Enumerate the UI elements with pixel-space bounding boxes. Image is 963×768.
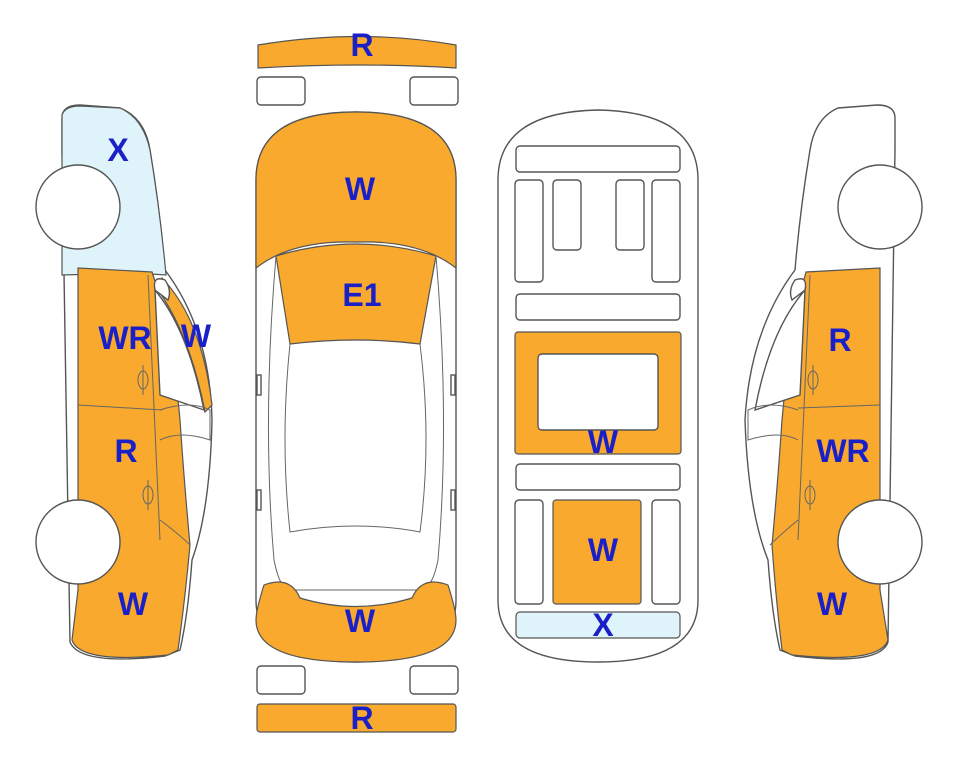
label-right-front-fender: W bbox=[817, 586, 848, 622]
label-top-front-bumper: R bbox=[350, 700, 373, 736]
interior-top-bar bbox=[515, 145, 681, 173]
left-lower-line bbox=[159, 519, 191, 546]
top-cabin-right bbox=[435, 255, 445, 561]
interior-seat-4 bbox=[651, 179, 681, 283]
right-window-glass bbox=[754, 288, 806, 412]
label-left-rear-window: W bbox=[181, 318, 212, 354]
interior-bar-2 bbox=[515, 293, 681, 321]
top-front-bumper bbox=[256, 703, 457, 733]
top-mirror-left bbox=[256, 374, 262, 396]
label-left-rear-door-upper: WR bbox=[98, 320, 151, 356]
left-door-handle-rear bbox=[137, 365, 149, 395]
interior-seat-3 bbox=[615, 179, 645, 251]
label-right-front-door: WR bbox=[816, 433, 869, 469]
top-mirror-right bbox=[450, 374, 456, 396]
left-mirror bbox=[153, 278, 171, 302]
left-door-split bbox=[77, 404, 163, 411]
left-front-wheel bbox=[35, 499, 121, 585]
top-roof-outline bbox=[284, 343, 427, 533]
label-interior-bottom: X bbox=[592, 607, 614, 643]
top-handle-right bbox=[450, 489, 456, 511]
label-top-hood: W bbox=[345, 603, 376, 639]
label-right-rear-door: R bbox=[828, 322, 851, 358]
right-door-split bbox=[797, 404, 881, 409]
label-top-rear-bumper: R bbox=[350, 27, 373, 63]
left-door-edge bbox=[147, 274, 161, 541]
interior-view: W W X bbox=[497, 109, 699, 663]
interior-seat-5 bbox=[514, 499, 544, 605]
label-top-rear-glass: E1 bbox=[342, 277, 381, 313]
left-rear-wheel bbox=[35, 164, 121, 250]
right-front-wheel bbox=[837, 499, 923, 585]
top-front-light-left bbox=[256, 665, 306, 695]
top-rear-light-left bbox=[256, 76, 306, 106]
right-door-handle-front bbox=[804, 480, 816, 510]
top-trunk bbox=[255, 111, 457, 270]
label-interior-middle: W bbox=[588, 424, 619, 460]
interior-middle-window bbox=[537, 353, 659, 431]
label-left-roof: X bbox=[107, 132, 129, 168]
interior-bar-3 bbox=[515, 463, 681, 491]
top-rear-bumper bbox=[257, 35, 457, 69]
top-cabin-left bbox=[267, 255, 277, 561]
interior-lower-panel bbox=[552, 499, 642, 605]
left-sill-line bbox=[159, 404, 211, 441]
left-door-handle-front bbox=[142, 480, 154, 510]
right-rear-wheel bbox=[837, 164, 923, 250]
right-sill-line bbox=[747, 404, 799, 441]
right-side-view: R WR W bbox=[744, 104, 923, 660]
interior-seat-2 bbox=[552, 179, 582, 251]
right-mirror bbox=[789, 278, 807, 302]
label-top-trunk: W bbox=[345, 171, 376, 207]
top-hood bbox=[255, 581, 457, 663]
top-windshield bbox=[273, 559, 439, 591]
top-view: R W E1 W R bbox=[255, 27, 459, 736]
right-door-edge bbox=[797, 274, 811, 541]
left-window-glass bbox=[154, 287, 205, 412]
interior-seat-1 bbox=[514, 179, 544, 283]
top-front-light-right bbox=[409, 665, 459, 695]
top-rear-light-right bbox=[409, 76, 459, 106]
right-lower-line bbox=[769, 519, 799, 546]
left-side-view: X WR W R W bbox=[35, 104, 213, 660]
right-door-handle-rear bbox=[807, 365, 819, 395]
left-rear-window-strip bbox=[157, 276, 213, 414]
interior-bottom-strip bbox=[515, 611, 681, 639]
top-handle-left bbox=[256, 489, 262, 511]
label-left-rear-fender: W bbox=[118, 586, 149, 622]
top-rear-glass bbox=[275, 243, 437, 345]
label-left-rear-door-lower: R bbox=[114, 433, 137, 469]
interior-seat-6 bbox=[651, 499, 681, 605]
label-interior-lower: W bbox=[588, 532, 619, 568]
